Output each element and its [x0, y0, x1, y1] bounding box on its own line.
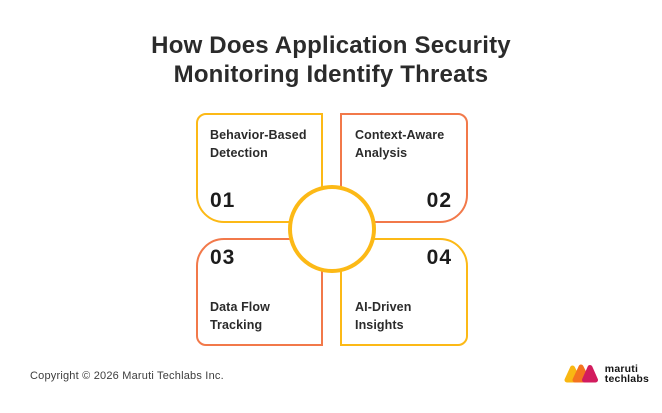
quadrant-2-number: 02: [426, 189, 452, 212]
copyright-text: Copyright © 2026 Maruti Techlabs Inc.: [30, 370, 224, 382]
quadrant-3-label: Data Flow Tracking: [210, 298, 270, 334]
page-title: How Does Application Security Monitoring…: [0, 31, 662, 89]
quadrant-3-number: 03: [210, 246, 236, 269]
title-line-2: Monitoring Identify Threats: [173, 61, 489, 88]
quadrant-3-label-line-1: Data Flow: [210, 300, 270, 314]
quadrant-1-number: 01: [210, 189, 236, 212]
quadrant-context-aware-analysis: Context-Aware Analysis 02: [340, 113, 468, 223]
center-circle: [288, 185, 376, 273]
quadrant-4-label-line-2: Insights: [355, 318, 404, 332]
quadrant-4-label-line-1: AI-Driven: [355, 300, 412, 314]
quadrant-1-label-line-2: Detection: [210, 146, 268, 160]
title-line-1: How Does Application Security: [151, 32, 511, 59]
logo-mark-icon: [564, 364, 598, 383]
quadrant-2-label-line-2: Analysis: [355, 146, 408, 160]
logo-wordmark-line-2: techlabs: [604, 373, 649, 385]
quadrant-2-label-line-1: Context-Aware: [355, 128, 445, 142]
logo-wordmark: maruti techlabs: [604, 362, 649, 385]
quadrant-ai-driven-insights: AI-Driven Insights 04: [340, 238, 468, 346]
quadrant-data-flow-tracking: Data Flow Tracking 03: [196, 238, 323, 346]
company-logo: maruti techlabs: [564, 362, 649, 386]
quadrant-1-label-line-1: Behavior-Based: [210, 128, 307, 142]
quadrant-4-label: AI-Driven Insights: [355, 298, 411, 334]
quadrant-1-label: Behavior-Based Detection: [210, 126, 307, 162]
quadrant-4-number: 04: [426, 246, 452, 269]
logo-wordmark-line-1: maruti: [604, 362, 639, 375]
quadrant-3-label-line-2: Tracking: [210, 318, 263, 332]
quadrant-behavior-based-detection: Behavior-Based Detection 01: [196, 113, 323, 223]
quadrant-2-label: Context-Aware Analysis: [355, 126, 444, 162]
